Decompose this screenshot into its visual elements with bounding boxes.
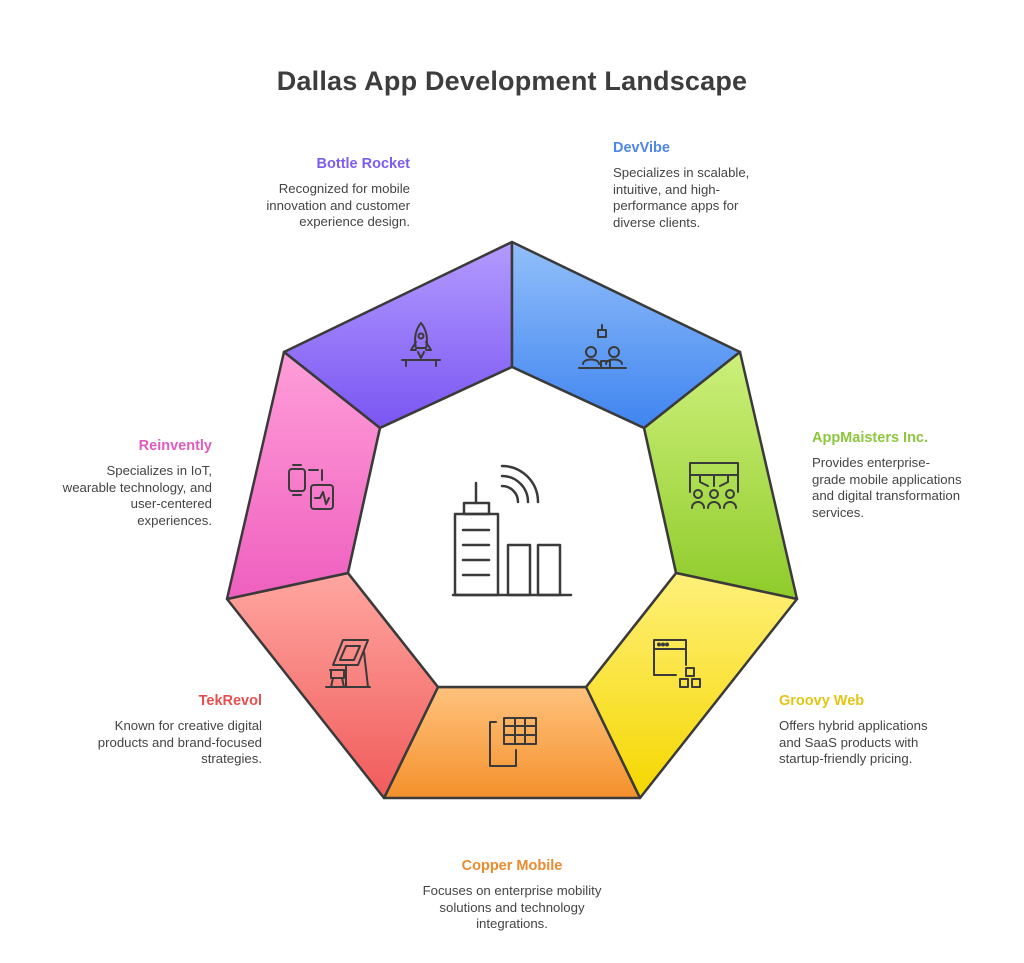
tekrevol-description: Known for creative digital products and …: [97, 718, 262, 766]
copper-mobile-name: Copper Mobile: [461, 858, 563, 874]
bottle-rocket-name: Bottle Rocket: [316, 156, 410, 172]
reinvently-description: Specializes in IoT, wearable technology,…: [62, 463, 212, 528]
label-devvibe: DevVibe Specializes in scalable, intuiti…: [613, 140, 763, 231]
mobile-grid-icon: [489, 717, 537, 767]
center-hub: [346, 365, 678, 689]
bottle-rocket-description: Recognized for mobile innovation and cus…: [266, 181, 410, 229]
copper-mobile-description: Focuses on enterprise mobility solutions…: [422, 883, 602, 931]
city-signal-icon: [451, 464, 573, 597]
rocket-launch-icon: [401, 322, 441, 367]
page-title: Dallas App Development Landscape: [276, 66, 748, 96]
drafting-table-icon: [325, 639, 371, 688]
label-reinvently: Reinvently Specializes in IoT, wearable …: [62, 438, 212, 529]
label-appmaisters: AppMaisters Inc. Provides enterprise-gra…: [812, 430, 962, 521]
devvibe-description: Specializes in scalable, intuitive, and …: [613, 165, 750, 230]
reinvently-name: Reinvently: [138, 438, 212, 454]
network-users-icon: [689, 462, 739, 509]
devvibe-name: DevVibe: [613, 140, 670, 156]
groovy-web-description: Offers hybrid applications and SaaS prod…: [779, 718, 928, 766]
appmaisters-name: AppMaisters Inc.: [812, 430, 929, 446]
team-workspace-icon: [578, 324, 627, 369]
tekrevol-name: TekRevol: [198, 693, 262, 709]
smartwatch-icon: [288, 464, 334, 510]
label-copper-mobile: Copper Mobile Focuses on enterprise mobi…: [422, 858, 602, 933]
label-tekrevol: TekRevol Known for creative digital prod…: [96, 693, 262, 768]
label-bottle-rocket: Bottle Rocket Recognized for mobile inno…: [230, 156, 410, 231]
label-groovy-web: Groovy Web Offers hybrid applications an…: [779, 693, 934, 768]
browser-blocks-icon: [653, 639, 701, 688]
groovy-web-name: Groovy Web: [779, 693, 865, 709]
appmaisters-description: Provides enterprise-grade mobile applica…: [812, 455, 962, 520]
